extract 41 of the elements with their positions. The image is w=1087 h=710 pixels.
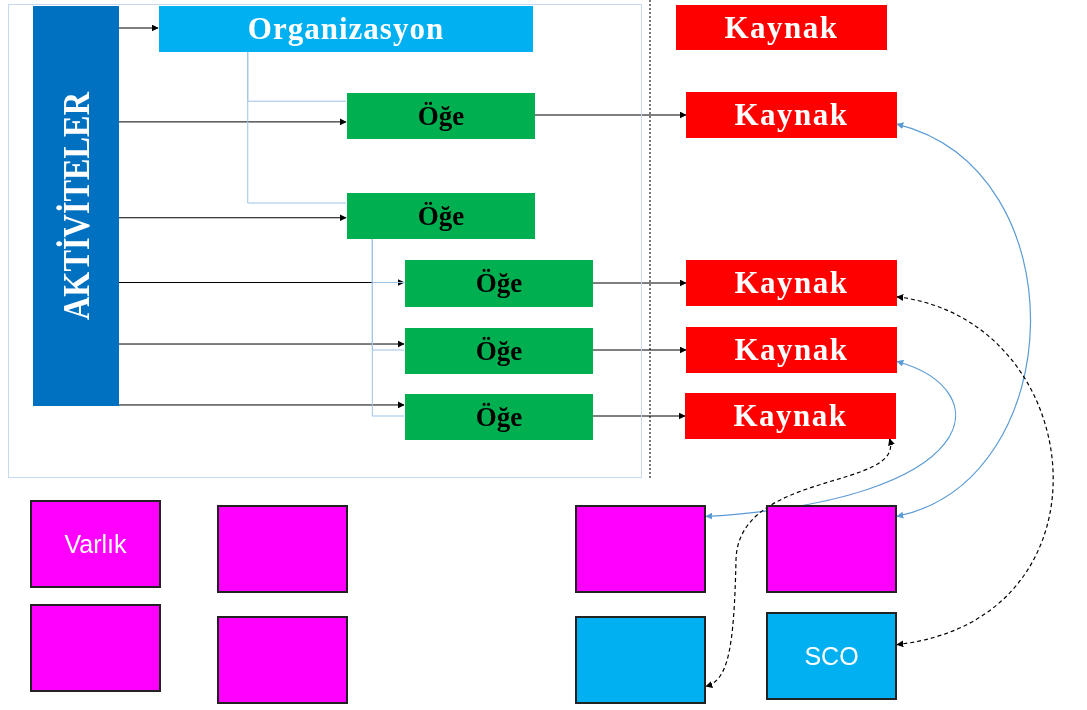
- item-box: [347, 93, 535, 139]
- node-label: Kaynak: [734, 265, 849, 301]
- item-box: [405, 328, 593, 374]
- node-label: Öğe: [417, 200, 465, 232]
- node-label: SCO: [804, 641, 859, 671]
- node-label: Kaynak: [734, 97, 849, 133]
- asset-box: [575, 505, 706, 593]
- asset-box: [766, 505, 897, 593]
- node-label: Öğe: [475, 335, 523, 367]
- node-label: Organizasyon: [247, 11, 445, 47]
- node-label: Kaynak: [734, 332, 849, 368]
- node-label: Öğe: [417, 100, 465, 132]
- node-label: AKTİVİTELER: [54, 92, 98, 320]
- node-label: Öğe: [475, 268, 523, 299]
- asset-box: [217, 505, 348, 593]
- resource-box: [685, 393, 896, 439]
- connector-line: [247, 50, 347, 204]
- sco-box: [575, 616, 706, 704]
- item-box: [405, 260, 593, 307]
- item-box: [347, 193, 535, 239]
- asset-box: [217, 616, 348, 704]
- node-label: Öğe: [475, 401, 523, 433]
- activities-bar: [33, 6, 119, 406]
- connector-line: [371, 237, 405, 417]
- curved-arrow: [705, 360, 956, 520]
- resource-box: [686, 92, 897, 138]
- resource-box: [676, 5, 887, 50]
- item-box: [405, 394, 593, 440]
- curved-arrow: [896, 294, 1054, 647]
- curved-arrow: [896, 123, 1032, 518]
- node-label: Kaynak: [733, 398, 848, 434]
- resource-box: [686, 260, 897, 306]
- frame-box: [8, 4, 642, 478]
- resource-box: [686, 327, 897, 373]
- asset-box: [30, 500, 161, 588]
- asset-box: [30, 604, 161, 692]
- organization-box: [159, 6, 533, 52]
- node-label: Kaynak: [724, 9, 839, 46]
- sco-box: [766, 612, 897, 700]
- node-label: Varlık: [64, 529, 127, 559]
- curved-arrow: [705, 438, 894, 688]
